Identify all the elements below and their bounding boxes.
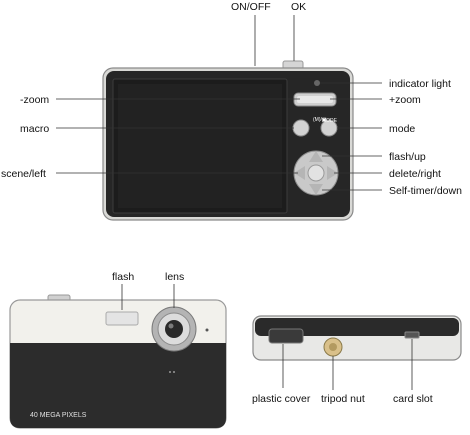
label-flash: flash	[112, 271, 135, 283]
label-lens: lens	[165, 271, 185, 283]
up-arrow-icon	[309, 151, 323, 162]
plastic-cover	[268, 328, 304, 344]
label-plastic-cover: plastic cover	[252, 393, 311, 405]
right-arrow-icon	[327, 166, 338, 180]
label-on-off: ON/OFF	[231, 1, 271, 13]
front-mic-dot	[173, 371, 175, 373]
macro-button	[292, 119, 310, 137]
zoom-rocker-face	[297, 96, 333, 103]
label-ok: OK	[291, 1, 307, 13]
down-arrow-icon	[309, 184, 323, 195]
label-tripod-nut: tripod nut	[321, 393, 365, 405]
card-slot	[404, 331, 420, 339]
label-card-slot: card slot	[393, 393, 433, 405]
camera-front-dark-panel	[10, 343, 226, 428]
macro-button-text: (M)/▣	[313, 117, 327, 123]
flash-window	[105, 311, 139, 326]
lens-glass	[165, 320, 183, 338]
left-arrow-icon	[294, 166, 305, 180]
front-mic-dot	[169, 371, 171, 373]
label-indicator-light: indicator light	[389, 78, 451, 90]
front-sensor-dot	[205, 328, 209, 332]
label-macro: macro	[20, 123, 50, 135]
label-plus-zoom: +zoom	[389, 94, 421, 106]
tripod-nut-thread	[329, 343, 337, 351]
lcd-screen-inner	[118, 84, 282, 208]
ok-center-button	[307, 164, 325, 182]
megapixel-text: 40 MEGA PIXELS	[30, 412, 87, 419]
mode-button-text: MODE	[322, 118, 337, 124]
label-flash-up: flash/up	[389, 151, 426, 163]
label-delete-right: delete/right	[389, 168, 441, 180]
label-scene-left: scene/left	[1, 168, 46, 180]
label-mode: mode	[389, 123, 416, 135]
label-minus-zoom: -zoom	[20, 94, 50, 106]
indicator-light	[314, 80, 320, 86]
label-self-timer-down: Self-timer/down	[389, 185, 462, 197]
lens-highlight	[168, 323, 174, 329]
